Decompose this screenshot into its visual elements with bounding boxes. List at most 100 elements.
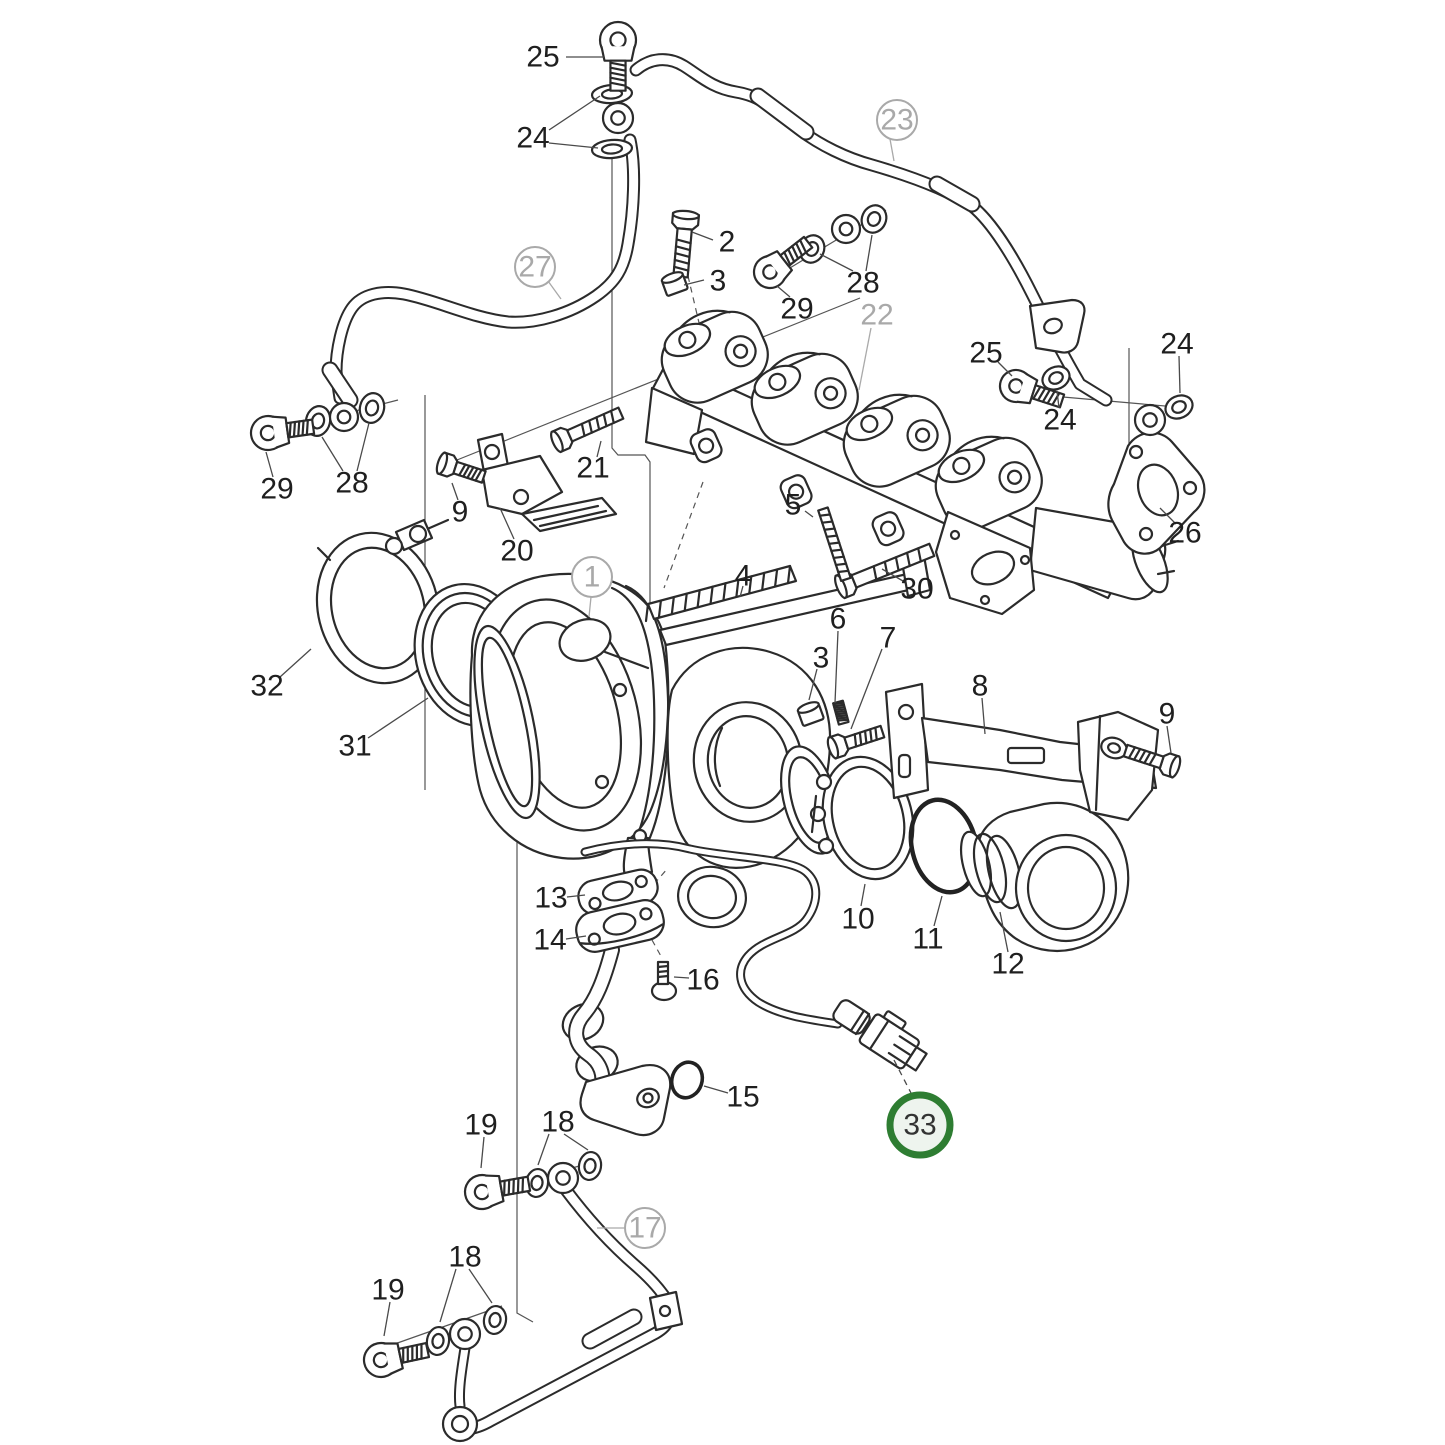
washer-24 — [1164, 394, 1194, 420]
bolt-21 — [550, 406, 625, 454]
callout-3[interactable]: 3 — [808, 642, 829, 701]
callout-25[interactable]: 25 — [969, 337, 1013, 377]
washer-18 — [577, 1150, 603, 1182]
bolt-29 — [249, 414, 316, 452]
callout-number: 32 — [250, 670, 283, 703]
callout-29[interactable]: 29 — [260, 451, 294, 506]
callout-10[interactable]: 10 — [841, 883, 875, 936]
part-oil-supply-pipe-17 — [441, 1183, 684, 1443]
callout-27[interactable]: 27 — [514, 246, 562, 300]
callout-31[interactable]: 31 — [338, 697, 429, 763]
nut-3 — [660, 271, 689, 297]
part-elbow-pipe-12 — [959, 801, 1130, 952]
banjo-fitting — [448, 1317, 482, 1351]
callout-17[interactable]: 17 — [597, 1207, 666, 1249]
callout-number: 24 — [1160, 328, 1193, 361]
callout-1[interactable]: 1 — [571, 556, 613, 618]
part-exhaust-manifold-22 — [644, 309, 1180, 616]
callout-18[interactable]: 18 — [439, 1241, 493, 1323]
callout-12[interactable]: 12 — [991, 911, 1025, 981]
leader-line — [1166, 725, 1172, 754]
banjo-fitting — [1133, 403, 1167, 437]
callout-13[interactable]: 13 — [534, 882, 586, 915]
callout-14[interactable]: 14 — [533, 924, 587, 957]
manifold-ear — [871, 511, 905, 547]
callout-number: 13 — [534, 882, 567, 915]
callout-number: 16 — [686, 964, 719, 997]
nut-3 — [796, 701, 825, 727]
washer-24 — [1041, 365, 1071, 391]
callout-number: 19 — [371, 1274, 404, 1307]
leader-line — [808, 668, 818, 701]
washer-18 — [425, 1325, 451, 1357]
callout-8[interactable]: 8 — [972, 670, 989, 735]
part-vband-clamp-32 — [315, 518, 450, 685]
leader-line — [858, 327, 872, 391]
callout-18[interactable]: 18 — [537, 1106, 589, 1166]
callout-number: 28 — [335, 467, 368, 500]
callout-20[interactable]: 20 — [499, 507, 534, 568]
leader-line — [850, 648, 883, 730]
callout-2[interactable]: 2 — [691, 226, 735, 259]
leader-line — [819, 253, 854, 272]
callout-6[interactable]: 6 — [830, 603, 847, 704]
callout-28[interactable]: 28 — [321, 422, 370, 500]
callout-number: 30 — [900, 573, 933, 606]
callout-24[interactable]: 24 — [1043, 390, 1077, 437]
callout-28[interactable]: 28 — [819, 234, 880, 300]
callout-16[interactable]: 16 — [673, 964, 720, 997]
leader-line — [1159, 507, 1177, 525]
callout-number: 9 — [1159, 698, 1176, 731]
leader-line — [356, 422, 370, 472]
callout-32[interactable]: 32 — [250, 648, 312, 703]
manifold-runner — [660, 309, 769, 404]
leader-line — [321, 436, 344, 472]
leader-line — [691, 231, 714, 241]
fasteners — [249, 20, 1194, 1379]
callout-3[interactable]: 3 — [683, 265, 726, 298]
leader-line — [865, 234, 873, 272]
bolt-19 — [362, 1341, 431, 1379]
callout-33[interactable]: 33 — [886, 1059, 954, 1159]
leader-line — [881, 568, 904, 582]
callout-number: 5 — [785, 489, 802, 522]
leader-line — [499, 507, 515, 540]
leader-line — [703, 1085, 729, 1094]
callout-11[interactable]: 11 — [912, 895, 944, 956]
callout-number: 6 — [830, 603, 847, 636]
callout-24[interactable]: 24 — [1160, 328, 1194, 394]
callout-19[interactable]: 19 — [464, 1109, 498, 1169]
callout-9[interactable]: 9 — [1159, 698, 1176, 754]
callout-number: 18 — [541, 1106, 574, 1139]
callout-7[interactable]: 7 — [850, 622, 897, 730]
callout-number: 29 — [780, 293, 813, 326]
callout-number: 7 — [880, 622, 897, 655]
leader-line — [999, 911, 1009, 953]
part-oil-flange-14 — [575, 899, 665, 953]
callout-number: 31 — [338, 730, 371, 763]
leader-line — [451, 482, 459, 501]
callout-5[interactable]: 5 — [785, 489, 814, 522]
callout-22[interactable]: 22 — [858, 299, 894, 391]
callout-25[interactable]: 25 — [526, 41, 604, 74]
bolt-19 — [463, 1173, 532, 1211]
callout-4[interactable]: 4 — [735, 560, 752, 598]
callout-19[interactable]: 19 — [371, 1274, 405, 1337]
callout-number: 22 — [860, 299, 893, 332]
callout-26[interactable]: 26 — [1159, 507, 1202, 550]
callout-23[interactable]: 23 — [876, 99, 918, 162]
part-o-ring-15 — [669, 1060, 705, 1100]
callout-30[interactable]: 30 — [881, 568, 934, 606]
callout-15[interactable]: 15 — [703, 1081, 760, 1114]
washer-28 — [860, 204, 888, 234]
callout-number: 18 — [448, 1241, 481, 1274]
part-sensor-cable-33 — [580, 839, 928, 1072]
callout-24[interactable]: 24 — [516, 95, 601, 155]
part-coolant-pipe-23 — [629, 53, 1113, 407]
callout-9[interactable]: 9 — [451, 482, 469, 529]
callout-number: 11 — [912, 923, 943, 956]
callout-21[interactable]: 21 — [576, 440, 610, 485]
callout-29[interactable]: 29 — [776, 285, 814, 326]
callout-number: 9 — [452, 496, 469, 529]
